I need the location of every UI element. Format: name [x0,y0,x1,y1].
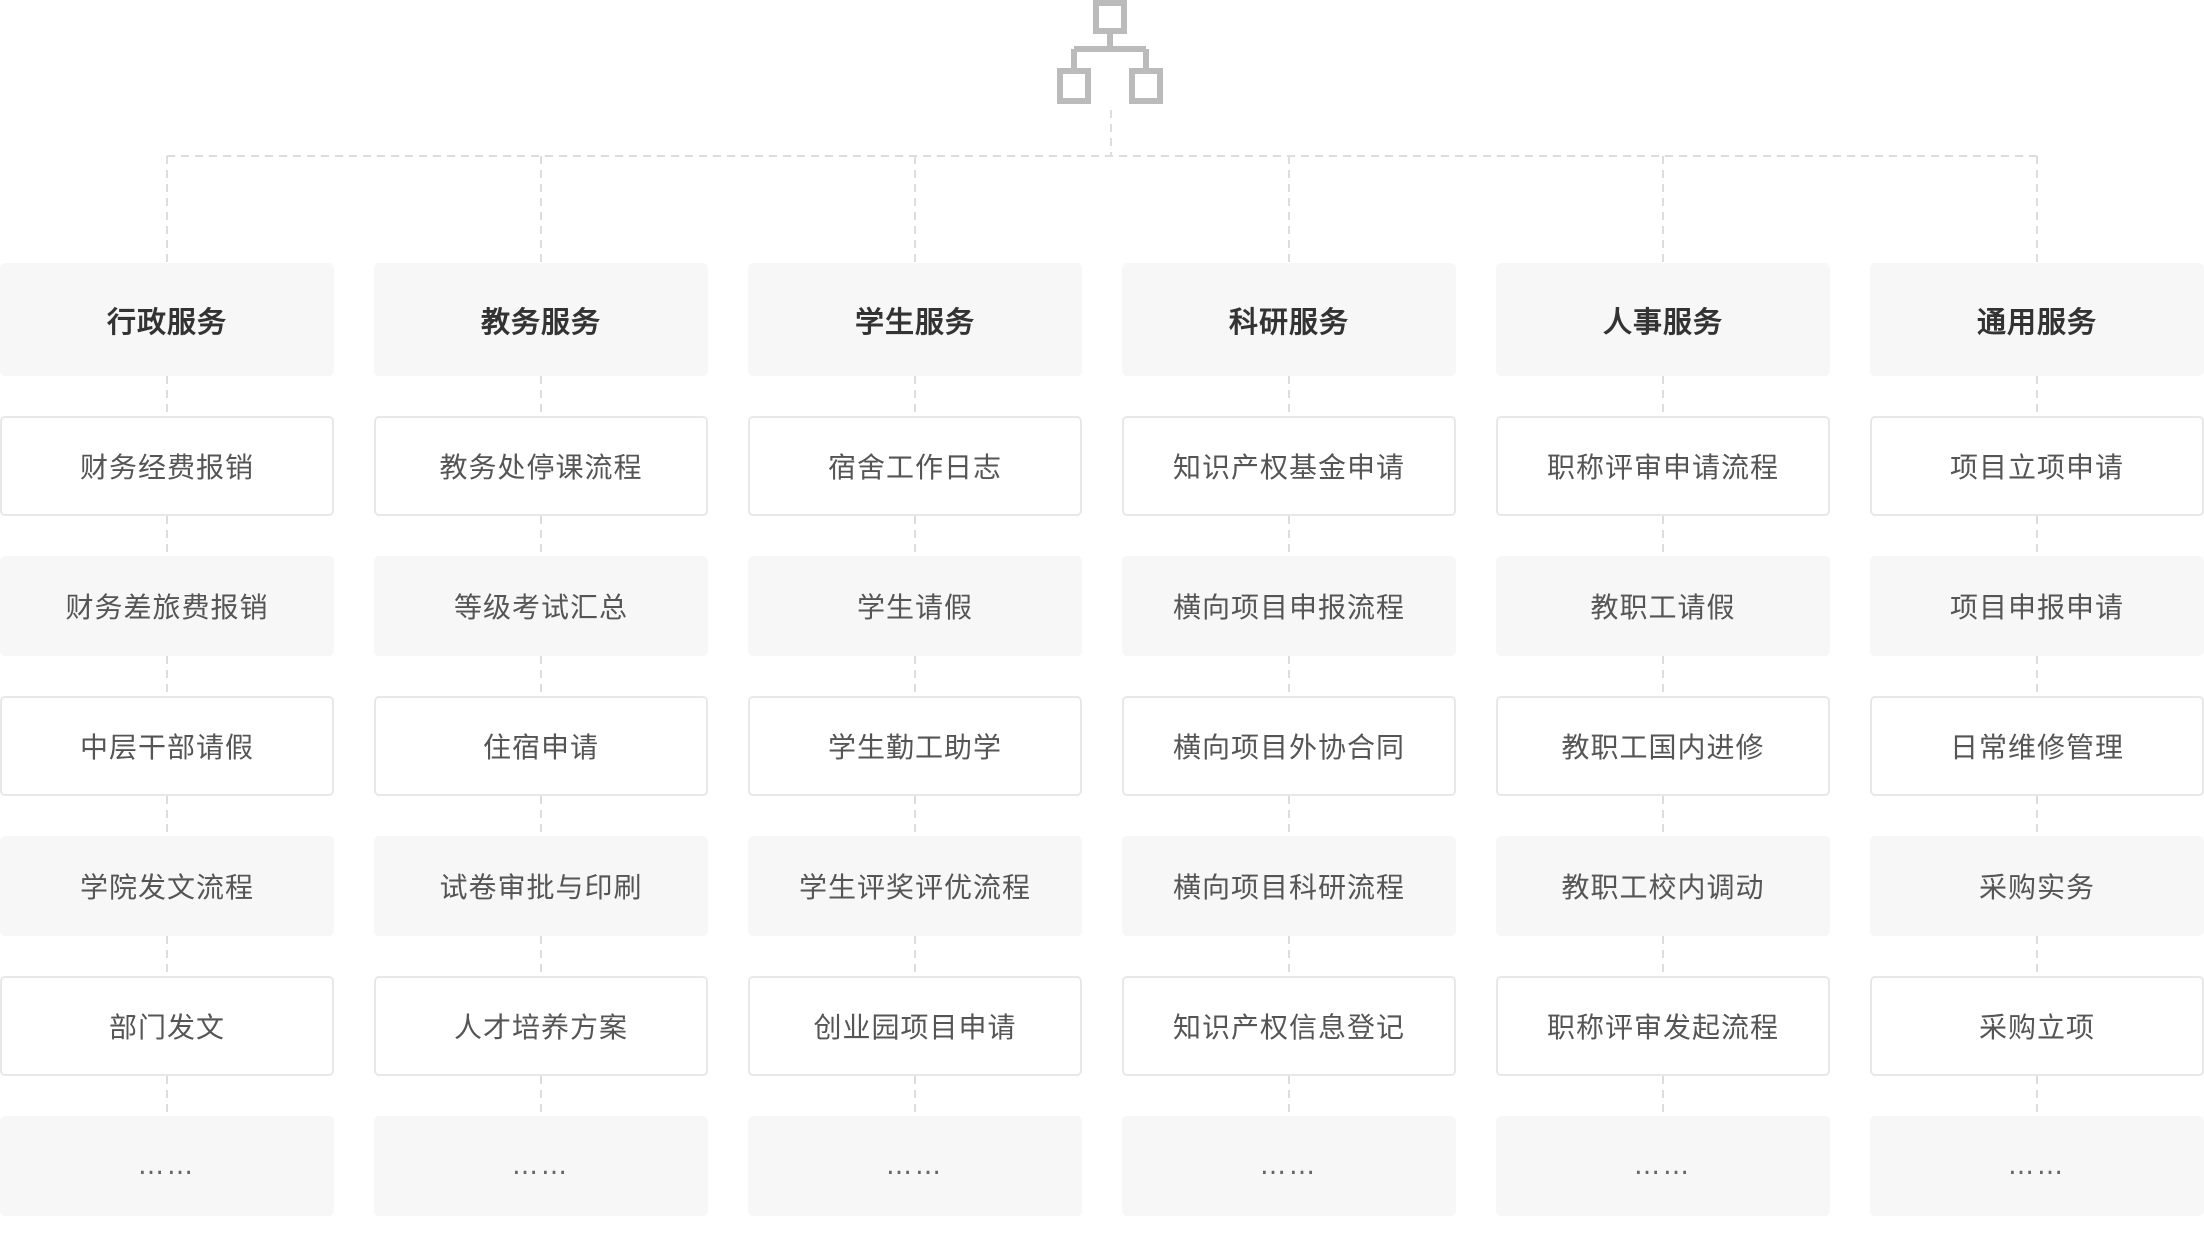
service-item[interactable]: 宿舍工作日志 [748,416,1082,516]
service-item[interactable]: 部门发文 [0,976,334,1076]
service-item[interactable]: 学生请假 [748,556,1082,656]
service-item[interactable]: 试卷审批与印刷 [374,836,708,936]
service-item[interactable]: 日常维修管理 [1870,696,2204,796]
service-item[interactable]: 中层干部请假 [0,696,334,796]
service-item[interactable]: 人才培养方案 [374,976,708,1076]
service-item[interactable]: 教职工国内进修 [1496,696,1830,796]
column-header[interactable]: 教务服务 [374,263,708,376]
service-item[interactable]: 横向项目科研流程 [1122,836,1456,936]
service-item[interactable]: 项目立项申请 [1870,416,2204,516]
service-item[interactable]: 学院发文流程 [0,836,334,936]
more-items[interactable]: …… [1122,1116,1456,1216]
column-academic: 教务服务教务处停课流程等级考试汇总住宿申请试卷审批与印刷人才培养方案 …… [374,263,708,1256]
service-item[interactable]: 教务处停课流程 [374,416,708,516]
column-general: 通用服务项目立项申请项目申报申请日常维修管理采购实务采购立项 …… [1870,263,2204,1256]
service-item[interactable]: 住宿申请 [374,696,708,796]
column-header[interactable]: 行政服务 [0,263,334,376]
column-student: 学生服务宿舍工作日志学生请假学生勤工助学学生评奖评优流程创业园项目申请 …… [748,263,1082,1256]
more-items[interactable]: …… [748,1116,1082,1216]
service-item[interactable]: 学生勤工助学 [748,696,1082,796]
more-items[interactable]: …… [374,1116,708,1216]
service-item[interactable]: 教职工校内调动 [1496,836,1830,936]
service-item[interactable]: 采购实务 [1870,836,2204,936]
column-research: 科研服务知识产权基金申请横向项目申报流程横向项目外协合同横向项目科研流程知识产权… [1122,263,1456,1256]
service-item[interactable]: 等级考试汇总 [374,556,708,656]
service-item[interactable]: 横向项目申报流程 [1122,556,1456,656]
column-admin: 行政服务财务经费报销财务差旅费报销中层干部请假学院发文流程部门发文 …… [0,263,334,1256]
column-header[interactable]: 科研服务 [1122,263,1456,376]
more-items[interactable]: …… [1870,1116,2204,1216]
service-item[interactable]: 项目申报申请 [1870,556,2204,656]
service-item[interactable]: 横向项目外协合同 [1122,696,1456,796]
service-item[interactable]: 财务经费报销 [0,416,334,516]
org-hierarchy-icon [1057,0,1163,104]
more-items[interactable]: …… [0,1116,334,1216]
column-header[interactable]: 通用服务 [1870,263,2204,376]
service-item[interactable]: 财务差旅费报销 [0,556,334,656]
column-hr: 人事服务职称评审申请流程教职工请假教职工国内进修教职工校内调动职称评审发起流程 …… [1496,263,1830,1256]
service-item[interactable]: 采购立项 [1870,976,2204,1076]
service-item[interactable]: 职称评审申请流程 [1496,416,1830,516]
service-item[interactable]: 职称评审发起流程 [1496,976,1830,1076]
service-item[interactable]: 知识产权基金申请 [1122,416,1456,516]
column-header[interactable]: 学生服务 [748,263,1082,376]
service-item[interactable]: 知识产权信息登记 [1122,976,1456,1076]
connector-lines [166,110,2038,1116]
service-item[interactable]: 教职工请假 [1496,556,1830,656]
service-item[interactable]: 创业园项目申请 [748,976,1082,1076]
service-item[interactable]: 学生评奖评优流程 [748,836,1082,936]
column-header[interactable]: 人事服务 [1496,263,1830,376]
more-items[interactable]: …… [1496,1116,1830,1216]
